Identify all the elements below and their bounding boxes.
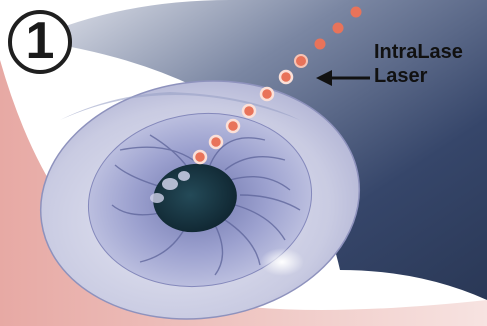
laser-label: IntraLase Laser bbox=[374, 40, 463, 88]
step-number: 1 bbox=[26, 15, 55, 67]
laser-label-line2: Laser bbox=[374, 64, 463, 88]
laser-dot bbox=[194, 151, 206, 163]
laser-dot bbox=[351, 7, 362, 18]
laser-label-line1: IntraLase bbox=[374, 40, 463, 64]
pupil-reflection bbox=[150, 193, 164, 203]
corneal-glare bbox=[260, 248, 304, 276]
laser-dot bbox=[261, 88, 273, 100]
laser-dot bbox=[295, 55, 307, 67]
pupil-reflection bbox=[178, 171, 190, 181]
laser-dot bbox=[243, 105, 255, 117]
step-badge: 1 bbox=[8, 10, 72, 74]
laser-dot bbox=[227, 120, 239, 132]
laser-dot bbox=[315, 39, 326, 50]
pupil-reflection bbox=[162, 178, 178, 190]
laser-dot bbox=[333, 23, 344, 34]
laser-dot bbox=[280, 71, 292, 83]
laser-dot bbox=[210, 136, 222, 148]
